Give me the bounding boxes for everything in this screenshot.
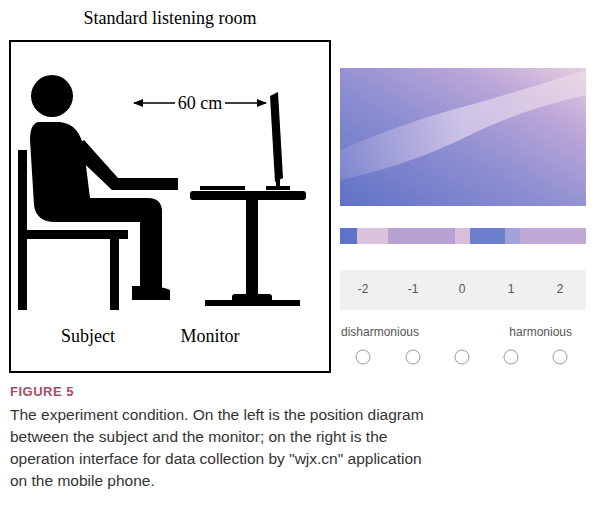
scale-value: 0 — [459, 283, 466, 296]
figure-caption: The experiment condition. On the left is… — [10, 404, 430, 492]
stimulus-image — [340, 68, 586, 206]
room-title: Standard listening room — [0, 8, 349, 29]
distance-label: 60 cm — [175, 94, 226, 114]
scale-value: -1 — [408, 283, 419, 296]
radio-buttons — [356, 350, 567, 364]
scale-value: 2 — [557, 283, 564, 296]
scale-value: 1 — [508, 283, 515, 296]
room-frame: Standard listening room — [9, 40, 331, 373]
subject-figure — [30, 75, 178, 300]
monitor-label: Monitor — [180, 327, 239, 347]
scale-value: -2 — [358, 283, 369, 296]
monitor — [266, 92, 290, 190]
scale-end-label: disharmonious — [341, 326, 419, 339]
figure-number: FIGURE 5 — [10, 384, 74, 399]
chair — [18, 150, 128, 310]
scale-header — [340, 270, 586, 310]
subject-label: Subject — [61, 327, 115, 347]
color-bar — [340, 228, 586, 244]
desk — [190, 186, 306, 306]
scale-end-label: harmonious — [509, 326, 572, 339]
